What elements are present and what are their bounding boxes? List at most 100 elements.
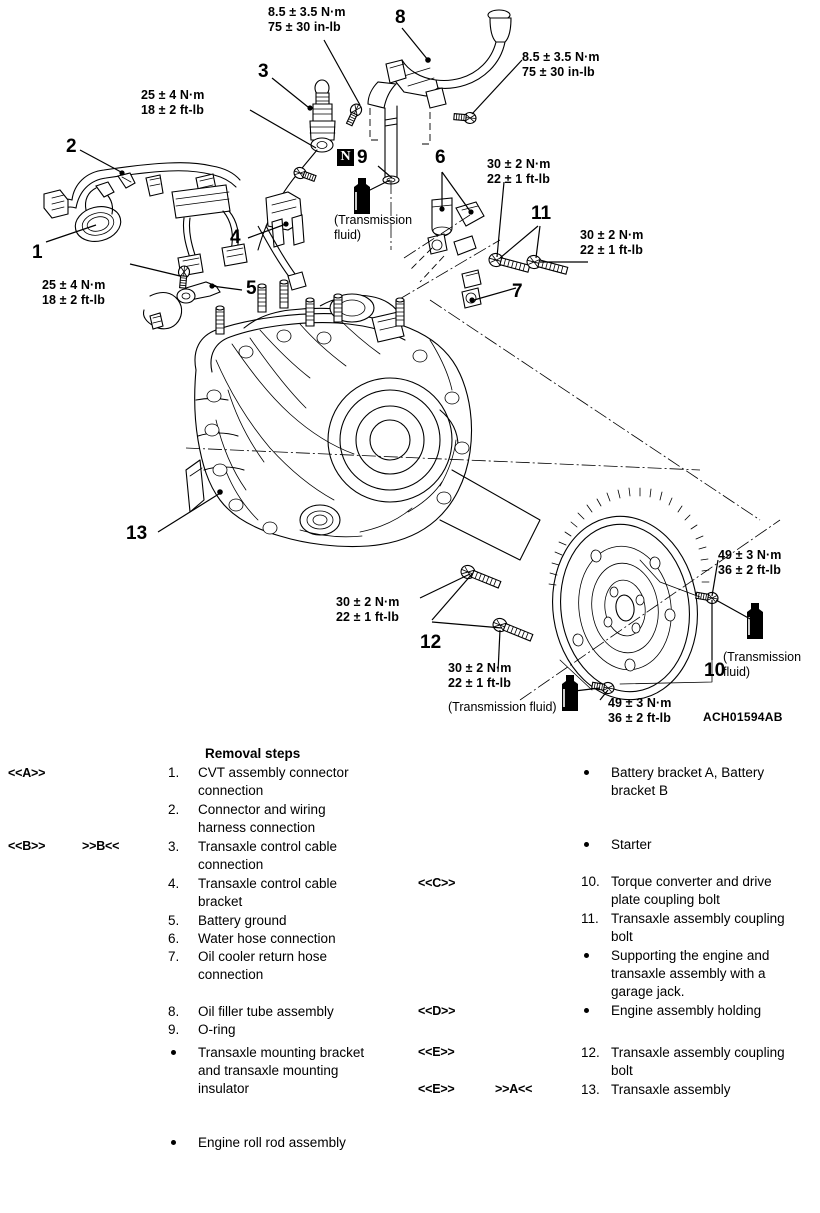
list-item-text: Torque converter and drive plate couplin… (611, 874, 772, 908)
list-item: Starter (581, 836, 801, 854)
torque-imp: 18 ± 2 ft-lb (42, 293, 105, 307)
list-item: 4. Transaxle control cable bracket (168, 875, 373, 911)
torque-imp: 22 ± 1 ft-lb (336, 610, 399, 624)
torque-label-30-bottom-mid: 30 ± 2 N·m 22 ± 1 ft-lb (448, 661, 511, 691)
callout-9: 9 (357, 147, 368, 168)
list-item-bullet (581, 836, 611, 854)
list-item-bullet (581, 1002, 611, 1020)
drive-plate (519, 487, 781, 701)
non-reusable-part-marker: N 9 (337, 148, 368, 167)
callout-1: 1 (32, 242, 43, 263)
figure-id: ACH01594AB (703, 710, 783, 724)
torque-nm: 30 ± 2 N·m (580, 228, 644, 242)
list-item-text: Transaxle assembly coupling bolt (611, 1045, 785, 1079)
list-item: 13. Transaxle assembly (581, 1081, 801, 1099)
list-item-text: Oil filler tube assembly (198, 1004, 334, 1019)
list-item: 11. Transaxle assembly coupling bolt (581, 910, 801, 946)
callout-7: 7 (512, 281, 523, 302)
list-item-text: Transaxle control cable bracket (198, 876, 338, 910)
list-item-bullet (581, 947, 611, 1002)
n-box-icon: N (337, 149, 354, 166)
callout-12: 12 (420, 632, 442, 653)
list-item-text: Engine roll rod assembly (198, 1135, 346, 1150)
callout-3: 3 (258, 61, 269, 82)
torque-nm: 25 ± 4 N·m (141, 88, 205, 102)
torque-imp: 18 ± 2 ft-lb (141, 103, 204, 117)
fluid-bottle-icons (353, 177, 764, 712)
marker-A: <<A>> (8, 766, 46, 780)
list-item-text: Battery ground (198, 913, 287, 928)
fluid-note-2: (Transmission fluid) (723, 650, 801, 680)
list-item: 7. Oil cooler return hose connection (168, 948, 373, 984)
list-item: 3. Transaxle control cable connection (168, 838, 373, 874)
torque-imp: 22 ± 1 ft-lb (487, 172, 550, 186)
torque-nm: 30 ± 2 N·m (448, 661, 512, 675)
list-item-number: 12. (581, 1045, 600, 1060)
torque-imp: 75 ± 30 in-lb (268, 20, 341, 34)
fluid-note-line2: fluid) (723, 665, 751, 679)
list-item-number: 8. (168, 1004, 180, 1019)
list-item: Battery bracket A, Battery bracket B (581, 764, 801, 800)
fluid-note-line1: (Transmission (723, 650, 802, 664)
list-item-number: 6. (168, 931, 180, 946)
list-item: 9. O-ring (168, 1021, 373, 1039)
transaxle-assembly-body (185, 279, 761, 561)
list-item-text: CVT assembly connector connection (198, 765, 349, 799)
callout-5: 5 (246, 278, 257, 299)
list-item: 10. Torque converter and drive plate cou… (581, 873, 801, 909)
torque-label-30-bottom-left: 30 ± 2 N·m 22 ± 1 ft-lb (336, 595, 399, 625)
torque-imp: 36 ± 2 ft-lb (718, 563, 781, 577)
fluid-note-line1: (Transmission (334, 213, 413, 227)
torque-nm: 30 ± 2 N·m (336, 595, 400, 609)
marker-B-install: >>B<< (82, 839, 120, 853)
list-item-number: 5. (168, 913, 180, 928)
list-item-number: 11. (581, 911, 599, 926)
list-item-text: Battery bracket A, Battery bracket B (611, 765, 765, 799)
list-item-text: Supporting the engine and transaxle asse… (611, 948, 770, 1000)
fluid-note-3: (Transmission fluid) (448, 700, 557, 715)
list-item-text: Water hose connection (198, 931, 336, 946)
list-item: 8. Oil filler tube assembly (168, 1003, 373, 1021)
torque-label-30-mid-right: 30 ± 2 N·m 22 ± 1 ft-lb (580, 228, 643, 258)
torque-label-49-right: 49 ± 3 N·m 36 ± 2 ft-lb (718, 548, 781, 578)
list-item-number: 10. (581, 874, 600, 889)
leader-lines (45, 27, 753, 701)
list-item-bullet (168, 1134, 198, 1152)
torque-imp: 36 ± 2 ft-lb (608, 711, 671, 725)
diagram-linework: .ln{fill:none;stroke:#000;stroke-width:1… (43, 9, 781, 712)
callout-11: 11 (531, 203, 552, 224)
callout-8: 8 (395, 7, 406, 28)
marker-B-remove: <<B>> (8, 839, 46, 853)
list-item-text: Transaxle mounting bracket and transaxle… (198, 1045, 365, 1097)
list-item: 1. CVT assembly connector connection (168, 764, 373, 800)
torque-label-49-bottom: 49 ± 3 N·m 36 ± 2 ft-lb (608, 696, 671, 726)
list-item-number: 3. (168, 839, 180, 854)
torque-label-25-upper: 25 ± 4 N·m 18 ± 2 ft-lb (141, 88, 204, 118)
torque-label-8-5-top-right: 8.5 ± 3.5 N·m 75 ± 30 in-lb (522, 50, 600, 80)
torque-label-30-mid-left: 30 ± 2 N·m 22 ± 1 ft-lb (487, 157, 550, 187)
list-item-text: Connector and wiring harness connection (198, 802, 326, 836)
torque-imp: 75 ± 30 in-lb (522, 65, 595, 79)
list-item-text: O-ring (198, 1022, 236, 1037)
water-hose-and-cooler-hose (397, 197, 501, 309)
list-item-number: 7. (168, 949, 180, 964)
list-item-text: Transaxle assembly (611, 1082, 731, 1097)
list-item: 12. Transaxle assembly coupling bolt (581, 1044, 801, 1080)
fluid-note-line2: fluid) (334, 228, 362, 242)
list-item-bullet (168, 1044, 198, 1099)
list-item-text: Engine assembly holding (611, 1003, 762, 1018)
callout-13: 13 (126, 523, 148, 544)
callout-4: 4 (230, 227, 241, 248)
list-item: 6. Water hose connection (168, 930, 373, 948)
marker-A-install: >>A<< (495, 1082, 533, 1096)
list-item: 2. Connector and wiring harness connecti… (168, 801, 373, 837)
torque-imp: 22 ± 1 ft-lb (580, 243, 643, 257)
torque-nm: 25 ± 4 N·m (42, 278, 106, 292)
list-item-text: Transaxle control cable connection (198, 839, 338, 873)
list-item-text: Starter (611, 837, 652, 852)
list-item-text: Transaxle assembly coupling bolt (611, 911, 785, 945)
callout-10: 10 (704, 660, 726, 681)
torque-nm: 8.5 ± 3.5 N·m (522, 50, 600, 64)
list-item: Engine roll rod assembly (168, 1134, 373, 1152)
fluid-note-1: (Transmission fluid) (334, 213, 412, 243)
